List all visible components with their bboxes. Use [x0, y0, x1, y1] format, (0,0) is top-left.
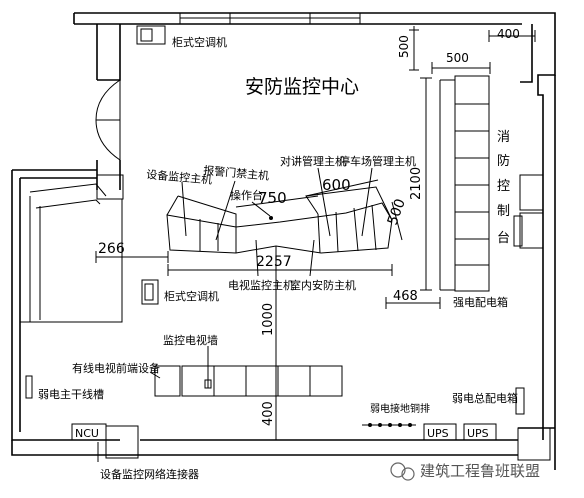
dim-500-left: 500 [397, 26, 419, 71]
access-host-label: 报警门禁主机 [203, 163, 270, 183]
equipment-host-label: 设备监控主机 [146, 167, 213, 187]
dim-500-desk: 500 [385, 197, 409, 241]
ac-bottom-label: 柜式空调机 [164, 289, 219, 303]
monitor-wall-label: 监控电视墙 [163, 333, 218, 347]
ups-2-label: UPS [467, 427, 489, 440]
weak-ground: 弱电接地铜排 [362, 402, 430, 427]
dim-468: 468 [385, 289, 441, 309]
ncu-label: NCU [75, 427, 99, 440]
left-room [20, 174, 124, 323]
desk-marker-dot [269, 216, 273, 220]
ac-top-label: 柜式空调机 [172, 35, 227, 49]
dim-468-text: 468 [393, 289, 418, 304]
network-switch-label: 设备监控网络连接器 [100, 467, 199, 481]
monitor-wall: 监控电视墙 有线电视前端设备 [72, 333, 343, 397]
parking-host-label: 停车场管理主机 [339, 154, 416, 168]
double-door [95, 79, 121, 161]
dim-600-text: 600 [322, 176, 351, 194]
operator-desk [166, 186, 393, 254]
watermark: 建筑工程鲁班联盟 [390, 462, 540, 481]
watermark-text: 建筑工程鲁班联盟 [420, 462, 540, 480]
dim-2100-text: 2100 [409, 167, 424, 200]
dim-266: 266 [95, 241, 169, 263]
dim-500-left-text: 500 [397, 35, 411, 58]
intercom-host-label: 对讲管理主机 [280, 154, 346, 168]
right-wall-blocks: 强电配电箱 [453, 174, 544, 309]
tv-host-label: 电视监控主机 [228, 278, 294, 292]
strong-box-label: 强电配电箱 [453, 295, 508, 309]
cable-tv-label: 有线电视前端设备 [72, 361, 160, 375]
weak-box: 弱电总配电箱 [452, 387, 525, 415]
dim-266-text: 266 [98, 241, 125, 257]
weak-trunk-label: 弱电主干线槽 [38, 387, 104, 401]
dim-400-top-text: 400 [497, 27, 520, 41]
weak-box-label: 弱电总配电箱 [452, 391, 518, 405]
fire-label-2: 防 [497, 153, 510, 169]
dim-1000-text: 1000 [261, 303, 276, 336]
dim-500-desk-text: 500 [385, 197, 409, 228]
dim-750-text: 750 [258, 189, 287, 207]
dim-500-top: 500 [431, 51, 491, 74]
room-title: 安防监控中心 [245, 76, 359, 98]
fire-control-console: 消 防 控 制 台 [439, 75, 510, 292]
dim-750: 750 [235, 189, 319, 208]
ac-unit-top: 柜式空调机 [136, 25, 227, 49]
dim-400-bottom-text: 400 [261, 401, 276, 426]
dim-2257-text: 2257 [256, 254, 292, 270]
top-windows [179, 13, 361, 24]
fire-label-3: 控 [497, 179, 510, 194]
dim-400-top: 400 [488, 27, 536, 42]
dim-2100: 2100 [409, 77, 432, 291]
fire-label-4: 制 [497, 204, 510, 219]
dim-500-top-text: 500 [446, 51, 469, 65]
watermark-icon [390, 462, 406, 478]
weak-ground-label: 弱电接地铜排 [370, 402, 430, 415]
fire-label-5: 台 [497, 231, 510, 246]
bottom-right-column [517, 427, 551, 461]
operator-desk-label: 操作台 [230, 188, 263, 202]
weak-trunk: 弱电主干线槽 [25, 375, 104, 401]
ac-unit-bottom: 柜式空调机 [141, 279, 219, 305]
dim-600: 600 [305, 176, 379, 197]
dim-1000: 1000 400 [261, 246, 282, 440]
ncu-block: NCU 设备监控网络连接器 [71, 423, 199, 481]
indoor-host-label: 室内安防主机 [290, 278, 356, 292]
fire-label-1: 消 [497, 130, 510, 145]
ups-units: UPS UPS [423, 423, 497, 441]
desk-labels: 设备监控主机 报警门禁主机 操作台 对讲管理主机 停车场管理主机 电视监控主机 … [146, 154, 416, 292]
ups-1-label: UPS [427, 427, 449, 440]
dim-2257: 2257 [167, 254, 393, 276]
